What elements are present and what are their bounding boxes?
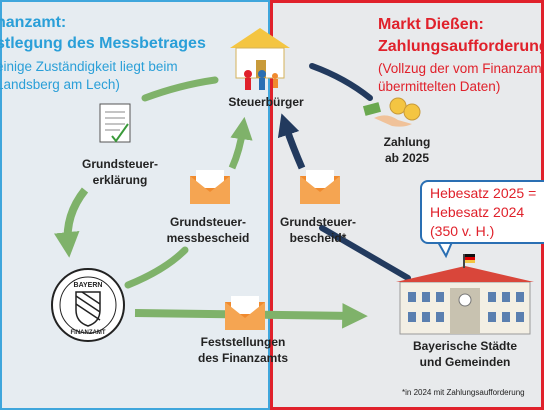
finanzamt-seal-icon [51, 268, 125, 342]
house-family-icon [230, 28, 290, 90]
bubble-line2: Hebesatz 2024 [430, 204, 525, 220]
envelope-icon-assessment [190, 170, 230, 204]
right-sub-line1: (Vollzug der vom Finanzam [378, 61, 542, 76]
findings-line2: des Finanzamts [197, 351, 289, 365]
taxpayer-label: Steuerbürger [228, 95, 304, 109]
seal-text-top: BAYERN [74, 282, 103, 289]
left-subtitle: einige Zuständigkeit liegt beim Landsber… [0, 58, 178, 94]
rate-bubble: Hebesatz 2025 = Hebesatz 2024 (350 v. H.… [420, 180, 544, 244]
left-sub-line1: einige Zuständigkeit liegt beim [0, 59, 178, 74]
bubble-line3: (350 v. H.) [430, 223, 495, 239]
payment-label: Zahlung ab 2025 [372, 134, 442, 166]
left-title-line1: nanzamt: [0, 14, 67, 31]
payment-line1: Zahlung [383, 135, 431, 149]
tax-notice-line1: Grundsteuer- [279, 215, 356, 229]
footnote: *in 2024 mit Zahlungsaufforderung [402, 388, 525, 397]
left-title-line2: stlegung des Messbetrages [0, 35, 206, 52]
right-sub-line2: übermittelten Daten) [378, 79, 501, 94]
assessment-notice-line1: Grundsteuer- [169, 215, 246, 229]
municipalities-label: Bayerische Städte und Gemeinden [400, 338, 530, 370]
right-title-line2: Zahlungsaufforderung [378, 38, 544, 55]
left-title: nanzamt: stlegung des Messbetrages [0, 12, 206, 54]
right-title-line1: Markt Dießen: [378, 16, 484, 33]
arrow-declaration-to-finanzamt [53, 187, 89, 258]
declaration-label: Grundsteuer- erklärung [74, 156, 166, 188]
municipalities-line1: Bayerische Städte [412, 339, 518, 353]
bubble-tail [436, 241, 454, 259]
bubble-line1: Hebesatz 2025 = [430, 185, 537, 201]
payment-line2: ab 2025 [384, 151, 430, 165]
town-hall-icon [396, 254, 534, 335]
seal-text-bottom: FINANZAMT [71, 330, 106, 336]
findings-label: Feststellungen des Finanzamts [190, 334, 296, 366]
municipalities-line2: und Gemeinden [419, 355, 511, 369]
tax-notice-line2: bescheid* [289, 231, 347, 245]
right-title: Markt Dießen: Zahlungsaufforderung [378, 14, 544, 58]
finanzamt-panel [0, 0, 270, 410]
envelope-icon-tax-notice [300, 170, 340, 204]
tax-form-icon [99, 103, 131, 143]
assessment-notice-line2: messbescheid [166, 231, 250, 245]
arrow-taxpayer-to-declaration [141, 76, 219, 102]
right-subtitle: (Vollzug der vom Finanzam übermittelten … [378, 60, 542, 96]
arrow-finanzamt-to-notice [124, 246, 189, 289]
declaration-label-line1: Grundsteuer- [81, 157, 158, 171]
findings-line1: Feststellungen [200, 335, 286, 349]
arrow-notice-to-taxpayer-navy [277, 113, 306, 170]
arrow-municipalities-to-notice [319, 225, 411, 281]
coins-hand-icon [362, 97, 421, 127]
arrow-taxpayer-to-payment [309, 63, 373, 101]
left-sub-line2: Landsberg am Lech) [0, 77, 120, 92]
tax-notice-label: Grundsteuer- bescheid* [272, 214, 364, 246]
envelope-icon-findings [225, 296, 265, 330]
arrow-notice-to-taxpayer [228, 116, 253, 170]
declaration-label-line2: erklärung [92, 173, 148, 187]
assessment-notice-label: Grundsteuer- messbescheid [160, 214, 256, 246]
